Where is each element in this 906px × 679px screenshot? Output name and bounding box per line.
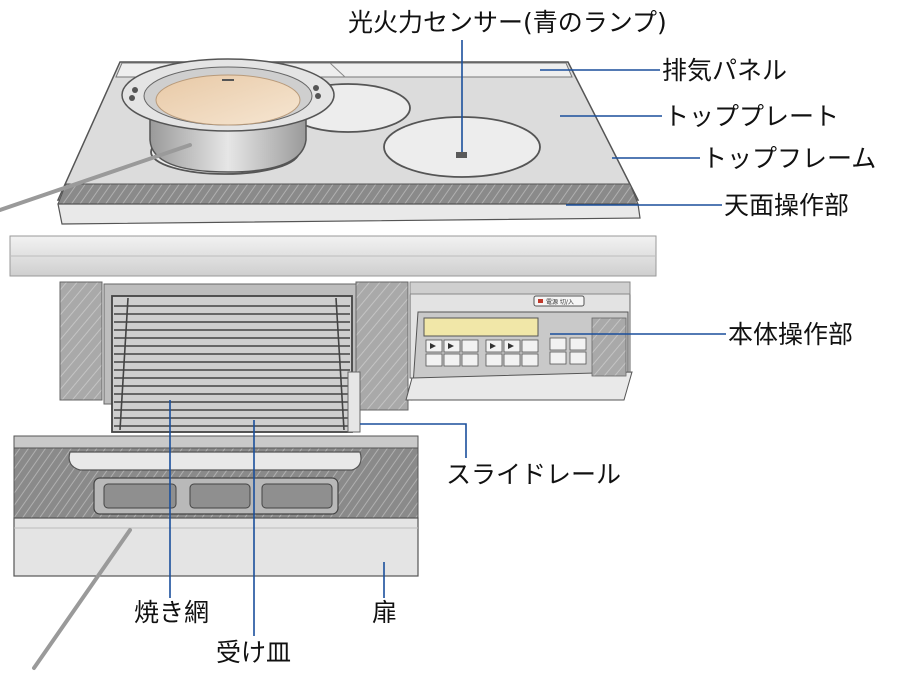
pot [121,58,335,173]
label-slide-rail: スライドレール [446,460,622,489]
body-control-unit: 電源 切/入 [405,281,633,401]
leader-lines [169,40,726,636]
slide-rail-post [347,371,361,433]
control-buttons [425,337,587,367]
label-sensor: 光火力センサー(青のランプ) [348,8,667,37]
drawer-door [13,517,419,577]
label-drip-pan: 受け皿 [216,638,292,667]
top-panel-strip [57,183,639,205]
display-window [423,317,539,337]
optical-sensor-marker [456,152,467,158]
power-button [533,295,585,307]
drawer-handle [68,451,362,471]
grill-unit [13,281,419,577]
label-door: 扉 [372,598,398,627]
label-body-control-panel: 本体操作部 [728,320,854,349]
power-button-text: 電源 切/入 [546,298,574,306]
label-exhaust-panel: 排気パネル [662,56,788,85]
cabinet-mid-panel [355,281,409,411]
cooktop [56,58,641,225]
cabinet-left-panel [59,281,103,401]
label-grill-net: 焼き網 [134,598,210,627]
grill-rack [111,295,353,433]
top-frame [57,203,641,225]
label-top-control-panel: 天面操作部 [724,191,850,220]
drawer-top-edge [13,435,419,449]
label-top-frame: トップフレーム [702,144,877,173]
label-top-plate: トッププレート [664,102,840,131]
gray-leader-lines [0,143,192,670]
